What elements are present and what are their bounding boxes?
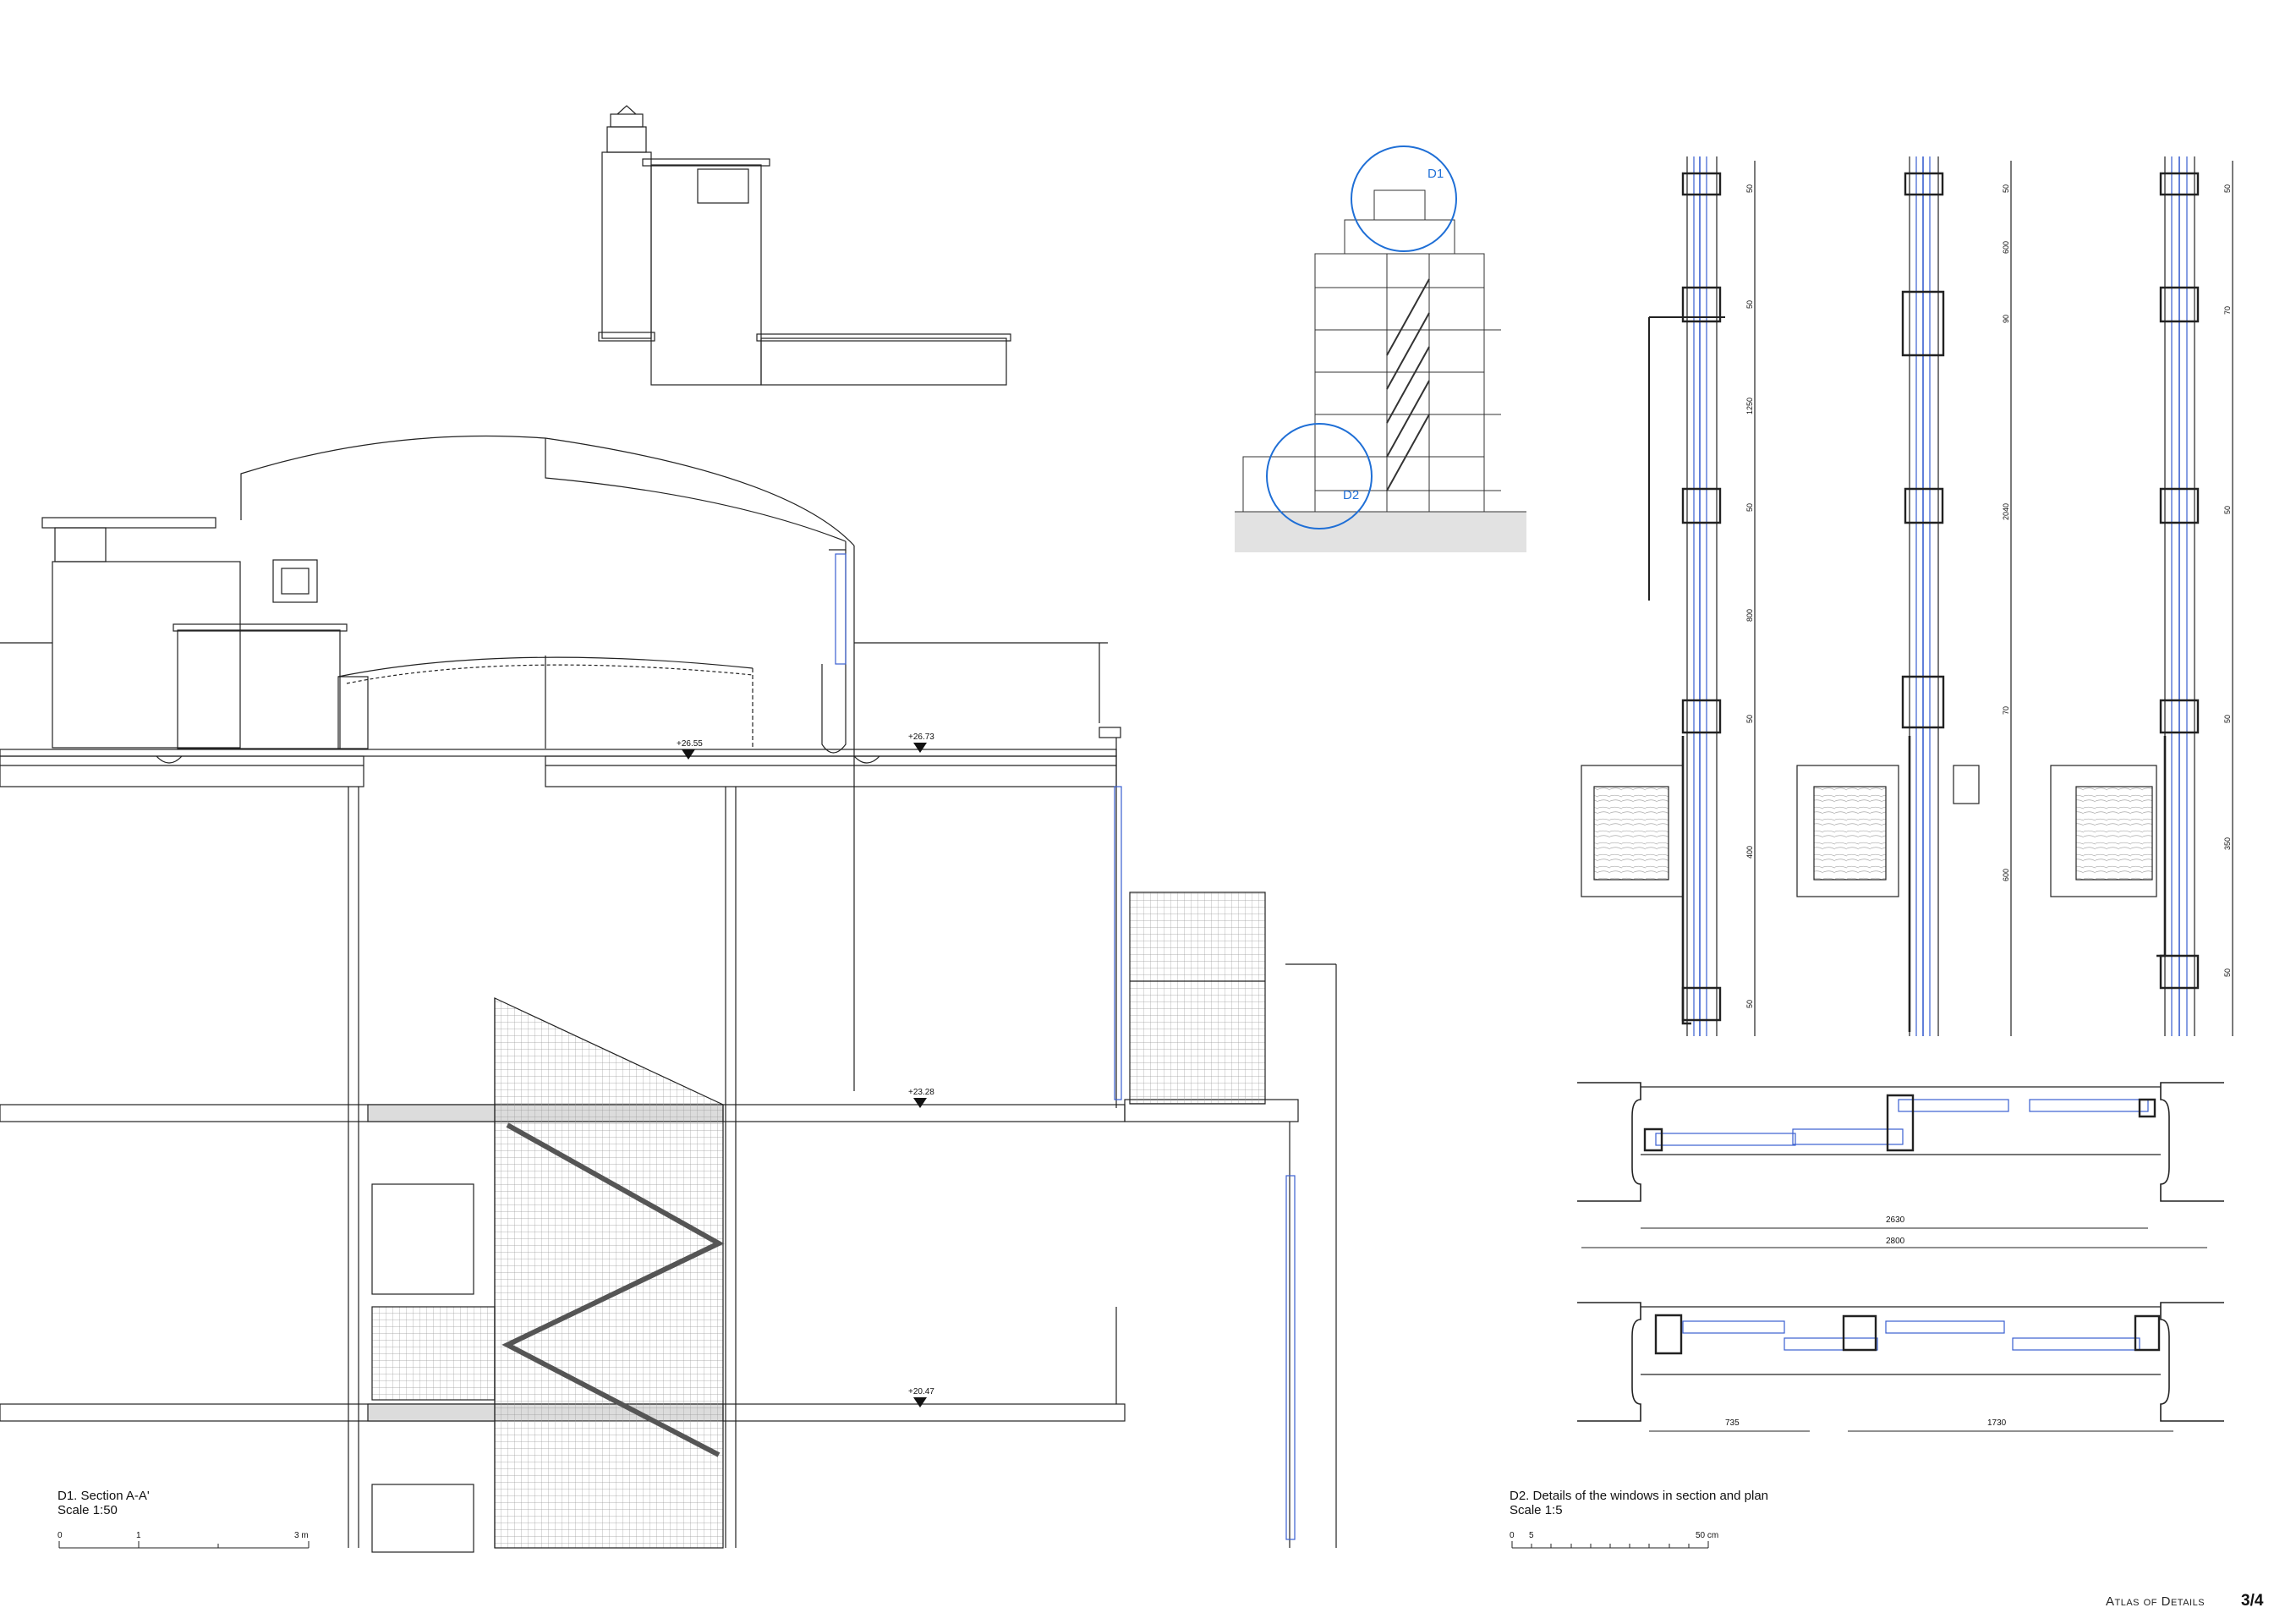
scale-tick-label: 5 — [1529, 1531, 1534, 1540]
dimension-label: 2800 — [1886, 1237, 1905, 1246]
section-a-a-drawing — [0, 105, 1337, 1553]
curved-roof-shell — [240, 435, 855, 1091]
window-section-1 — [1581, 156, 1756, 1036]
scale-tick-label: 3 m — [294, 1531, 309, 1540]
scale-tick-label: 0 — [1510, 1531, 1515, 1540]
dimension-label: 50 — [1745, 715, 1754, 723]
dimension-label: 50 — [2223, 968, 2232, 977]
rooftop-vent-tower — [598, 105, 1011, 386]
d1-title: D1. Section A-A' — [58, 1489, 150, 1503]
dimension-label: 800 — [1745, 609, 1754, 622]
page-number: 3/4 — [2241, 1592, 2264, 1610]
window-section-2 — [1796, 156, 2012, 1036]
top-slab — [0, 727, 1122, 1108]
dimension-label: 600 — [2002, 241, 2010, 254]
dimension-label: 50 — [1745, 300, 1754, 309]
dimension-label: 90 — [2002, 315, 2010, 323]
dimension-label: 350 — [2223, 837, 2232, 850]
dimension-label: 2040 — [2002, 503, 2010, 520]
level-markers — [682, 743, 927, 1407]
callout-label: D1 — [1427, 167, 1444, 181]
callout-d2-circle — [1266, 423, 1373, 529]
d1-scale: Scale 1:50 — [58, 1503, 118, 1517]
left-rooftop-volumes — [0, 517, 1108, 749]
dimension-label: 400 — [1745, 846, 1754, 859]
d2-scale-bar — [1511, 1541, 1709, 1549]
dimension-label: 70 — [2223, 306, 2232, 315]
key-section-elevation — [1235, 189, 1526, 552]
lower-vault — [337, 656, 753, 749]
dimension-label: 1730 — [1987, 1418, 2007, 1428]
section-1-dimensions: 50 50 1250 50 800 50 400 50 — [1745, 184, 1754, 1008]
stair-core — [371, 997, 725, 1553]
scale-tick-label: 50 cm — [1696, 1531, 1718, 1540]
dimension-label: 50 — [2223, 506, 2232, 514]
dimension-label: 600 — [2002, 869, 2010, 881]
scale-tick-label: 1 — [136, 1531, 141, 1540]
d2-title: D2. Details of the windows in section an… — [1510, 1489, 1769, 1503]
section-2-dimensions: 50 600 90 2040 70 600 — [2002, 184, 2010, 881]
level-labels: +26.55 +26.73 +23.28 +20.47 — [677, 732, 934, 1396]
d1-scale-bar — [58, 1541, 310, 1549]
dimension-label: 50 — [1745, 184, 1754, 193]
window-plan-1 — [1577, 1082, 2224, 1202]
window-plan-2 — [1577, 1302, 2224, 1422]
detail-callouts — [1266, 145, 1457, 529]
dimension-label: 70 — [2002, 706, 2010, 715]
dimension-label: 50 — [1745, 1000, 1754, 1008]
callout-d1-circle — [1351, 145, 1457, 252]
dimension-label: 50 — [2223, 715, 2232, 723]
dimension-label: 50 — [1745, 503, 1754, 512]
scale-tick-label: 0 — [58, 1531, 63, 1540]
level-label: +20.47 — [908, 1387, 934, 1396]
window-section-3 — [2050, 156, 2233, 1036]
dimension-label: 1250 — [1745, 398, 1754, 414]
level-label: +23.28 — [908, 1088, 934, 1097]
callout-label: D2 — [1343, 488, 1359, 502]
level-label: +26.73 — [908, 732, 934, 742]
balcony-mesh-railing — [1129, 892, 1266, 1105]
dimension-label: 50 — [2223, 184, 2232, 193]
level-label: +26.55 — [677, 739, 703, 749]
dimension-label: 2630 — [1886, 1215, 1905, 1225]
section-3-dimensions: 50 70 50 50 350 50 — [2223, 184, 2232, 977]
series-title: Atlas of Details — [2106, 1594, 2206, 1609]
dimension-label: 50 — [2002, 184, 2010, 193]
d2-scale: Scale 1:5 — [1510, 1503, 1563, 1517]
plan-1-dim-lines — [1581, 1227, 2207, 1248]
dimension-label: 735 — [1725, 1418, 1740, 1428]
